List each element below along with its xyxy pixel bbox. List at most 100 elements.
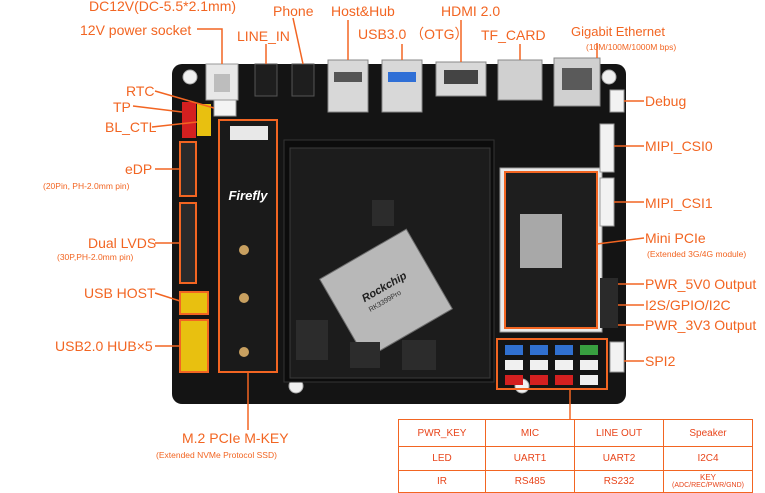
mic-connector [530,345,548,355]
i2c4-connector [580,360,598,370]
edp-sublabel: (20Pin, PH-2.0mm pin) [43,181,130,191]
gigabit-ethernet-label: Gigabit Ethernet [571,24,665,39]
debug-label: Debug [645,93,687,109]
table-cell-key: KEY (ADC/REC/PWR/GND) [663,470,753,493]
rs485-connector [530,375,548,385]
m2-pcie-sublabel: (Extended NVMe Protocol SSD) [156,450,277,460]
line-out-connector [555,345,573,355]
hdmi-port-opening [444,70,478,84]
leader-line [154,292,181,302]
dc12v-label: DC12V(DC-5.5*2.1mm) [89,0,237,14]
usb3-otg-port [381,59,423,113]
ram-chip [372,200,394,226]
m2-standoff [239,245,249,255]
power-socket-label: 12V power socket [80,22,192,38]
leader-line [596,237,645,245]
table-cell: UART2 [574,446,664,471]
leader-lines [132,17,645,430]
key-connector [580,375,598,385]
lvds-label: Dual LVDS [88,235,157,251]
mipi-csi1-connector [599,177,615,227]
tf-card-label: TF_CARD [481,27,546,43]
leader-line [132,105,183,113]
m2-standoff [239,347,249,357]
pwr-key-connector [505,345,523,355]
connector-table: PWR_KEY MIC LINE OUT Speaker LED UART1 U… [398,419,753,493]
key-cell-label: KEY [699,472,716,482]
table-cell: RS232 [574,470,664,493]
pwr-3v3-label: PWR_3V3 Output [645,317,757,333]
bl-ctl-label: BL_CTL [105,119,157,135]
mipi-csi1-label: MIPI_CSI1 [645,195,713,211]
phone-label: Phone [273,3,314,19]
uart2-connector [555,360,573,370]
line-in-label: LINE_IN [237,28,290,44]
gigabit-ethernet-sublabel: (10M/100M/1000M bps) [586,42,677,52]
table-cell: LED [398,446,486,471]
spi2-connector [609,341,625,373]
rtc-connector [213,99,237,117]
gpio-header [600,278,618,328]
m2-standoff [239,293,249,303]
usb-host-label: USB HOST [84,285,156,301]
bl-ctl-connector [197,104,211,136]
table-row: IR RS485 RS232 KEY (ADC/REC/PWR/GND) [398,470,753,493]
host-hub-label: Host&Hub [331,3,395,19]
usb-host-header [179,291,209,315]
mini-pcie-label: Mini PCIe [645,230,706,246]
edp-header [179,141,197,197]
soc-chip [319,228,453,360]
ethernet-port-opening [562,68,592,90]
ram-chip [350,342,380,368]
usb-host-hub-stack [327,59,369,113]
speaker-connector [580,345,598,355]
mini-pcie-sublabel: (Extended 3G/4G module) [647,249,747,259]
m2-pcie-label: M.2 PCIe M-KEY [182,430,289,446]
usb-host-hub-port [334,72,362,82]
firefly-logo-text: Firefly [228,188,268,203]
edp-label: eDP [125,161,153,177]
dc-jack-inner [214,74,230,92]
mount-hole [182,69,198,85]
hdmi-label: HDMI 2.0 [441,3,501,19]
m2-slot [218,119,278,373]
leader-line [151,121,198,128]
usb3-otg-tongue [388,72,416,82]
ram-chip [296,320,328,360]
table-cell: Speaker [663,419,753,447]
mipi-csi0-connector [599,123,615,173]
tf-card-slot [497,59,543,101]
rs232-connector [555,375,573,385]
tp-label: TP [113,99,131,115]
table-cell: LINE OUT [574,419,664,447]
usb-hub-label: USB2.0 HUB×5 [55,338,153,354]
leader-line [197,28,223,64]
i2s-gpio-i2c-label: I2S/GPIO/I2C [645,297,731,313]
usb3-otg-label: USB3.0 （OTG） [358,26,469,42]
leader-line [292,17,304,65]
rtc-label: RTC [126,83,155,99]
leader-line [154,90,215,109]
line-in-jack [254,63,278,97]
pwr-5v0-label: PWR_5V0 Output [645,276,757,292]
ir-connector [505,375,523,385]
lvds-sublabel: (30P,PH-2.0mm pin) [57,252,134,262]
table-cell: IR [398,470,486,493]
table-cell: UART1 [485,446,575,471]
debug-connector [609,89,625,113]
key-cell-sublabel: (ADC/REC/PWR/GND) [672,481,744,489]
table-cell: I2C4 [663,446,753,471]
mipi-csi0-label: MIPI_CSI0 [645,138,713,154]
bottom-connector-grid [496,338,608,390]
tp-connector [182,102,196,138]
table-cell: RS485 [485,470,575,493]
mount-hole [601,69,617,85]
uart1-connector [530,360,548,370]
m2-connector [230,126,268,140]
usb-hub-header [179,319,209,373]
table-row: LED UART1 UART2 I2C4 [398,446,753,471]
lvds-header [179,202,197,284]
table-cell: MIC [485,419,575,447]
